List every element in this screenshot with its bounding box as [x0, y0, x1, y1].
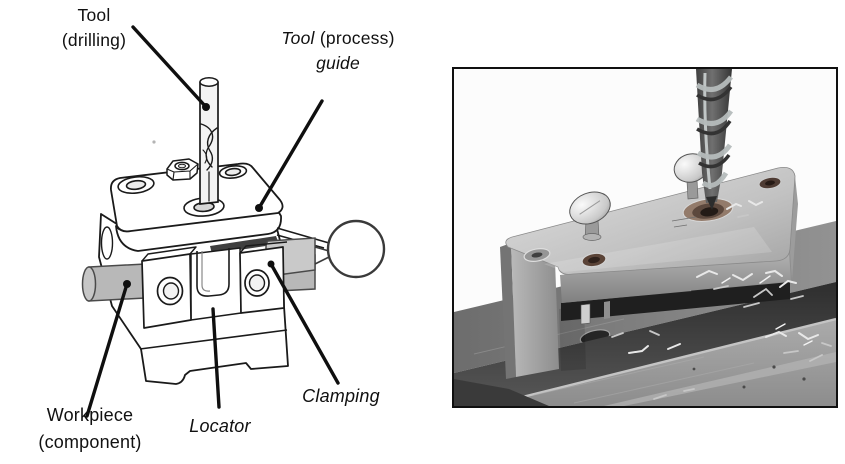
- label-workpiece-line1: Workpiece: [46, 405, 134, 425]
- jig-photo-frame: [452, 67, 838, 408]
- leader-line-workpiece: [85, 282, 129, 418]
- drawing-plate-holes: [117, 165, 248, 217]
- photo-drill-bit: [695, 69, 734, 210]
- label-guide-word-tool: Tool: [281, 28, 315, 48]
- jig-photo: [454, 69, 836, 406]
- leader-line-guide: [257, 99, 324, 210]
- photo-locating-pin: [604, 301, 610, 319]
- photo-jig-plate: [505, 166, 798, 303]
- label-tool-line2: (drilling): [61, 30, 127, 50]
- label-workpiece-component: Workpiece (component): [12, 402, 168, 456]
- label-locator: Locator: [189, 416, 251, 436]
- label-clamping: Clamping: [302, 386, 380, 406]
- leader-dot-clamping: [267, 260, 275, 268]
- label-tool-drilling: Tool (drilling): [20, 3, 168, 53]
- label-tool-process-guide: Tool(process) guide: [260, 26, 416, 76]
- leader-line-locator: [211, 307, 221, 409]
- drawing-hex-nut: [166, 158, 199, 181]
- drawing-drill-bit: [199, 77, 219, 205]
- leader-dot-workpiece: [123, 280, 131, 288]
- drawing-clamp-blocks: [141, 241, 288, 329]
- label-tool-line1: Tool: [77, 5, 111, 25]
- drawing-ball-handle: [326, 219, 386, 279]
- leader-dot-tool: [202, 103, 210, 111]
- label-guide-word-process: (process): [319, 28, 395, 48]
- photo-thumb-screw-left: [569, 191, 611, 241]
- drawing-guide-plate: [110, 162, 284, 252]
- leader-dot-guide: [255, 204, 263, 212]
- photo-plate-shadow: [561, 282, 790, 325]
- label-guide-word-guide: guide: [316, 53, 360, 73]
- photo-swarf: [611, 200, 832, 400]
- photo-drill-bushing: [682, 198, 734, 222]
- leader-line-clamping: [269, 262, 340, 385]
- photo-locating-pin: [580, 303, 591, 325]
- photo-plate-hole-front: [581, 252, 607, 268]
- label-workpiece-line2: (component): [38, 432, 142, 452]
- label-guide-line1: Tool(process): [260, 26, 416, 51]
- jig-line-drawing: [81, 25, 386, 418]
- photo-thumb-screw-right: [673, 153, 709, 200]
- leader-lines: [85, 25, 340, 418]
- drawing-speck: [152, 140, 156, 144]
- photo-plate-hole-topleft: [523, 248, 551, 262]
- photo-clamp-leg: [500, 234, 586, 379]
- photo-plate-hole-right: [758, 176, 782, 190]
- leader-line-tool: [131, 25, 208, 109]
